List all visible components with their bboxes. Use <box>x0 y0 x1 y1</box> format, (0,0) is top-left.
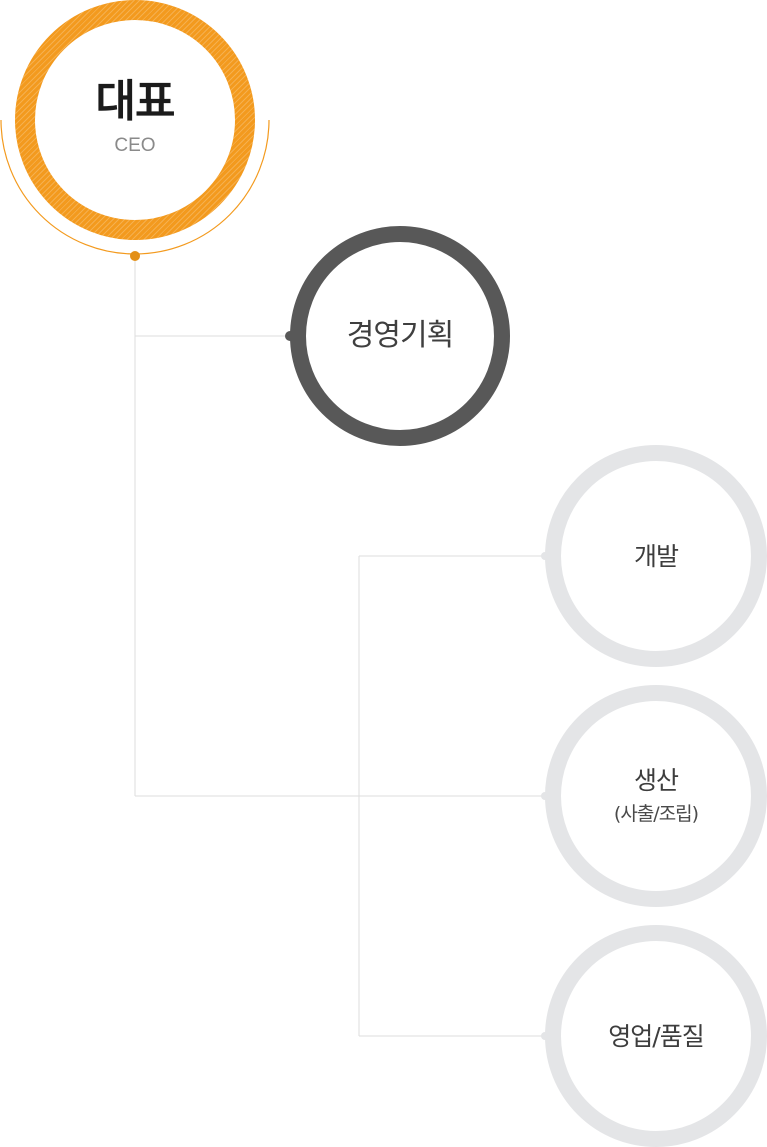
planning-label: 경영기획 <box>346 318 454 353</box>
node-development: 개발 <box>545 445 767 667</box>
sales-quality-label: 영업/품질 <box>608 1021 704 1051</box>
node-ceo: 대표 CEO <box>15 0 255 240</box>
development-label: 개발 <box>633 541 679 571</box>
node-production: 생산 (사출/조립) <box>545 685 767 907</box>
production-sublabel: (사출/조립) <box>613 803 699 825</box>
ceo-connector-dot <box>130 251 140 261</box>
node-planning: 경영기획 <box>290 226 510 446</box>
ceo-title: 대표 <box>95 75 176 127</box>
ceo-subtitle: CEO <box>114 134 156 156</box>
node-sales-quality: 영업/품질 <box>545 925 767 1147</box>
production-label: 생산 <box>633 766 679 795</box>
